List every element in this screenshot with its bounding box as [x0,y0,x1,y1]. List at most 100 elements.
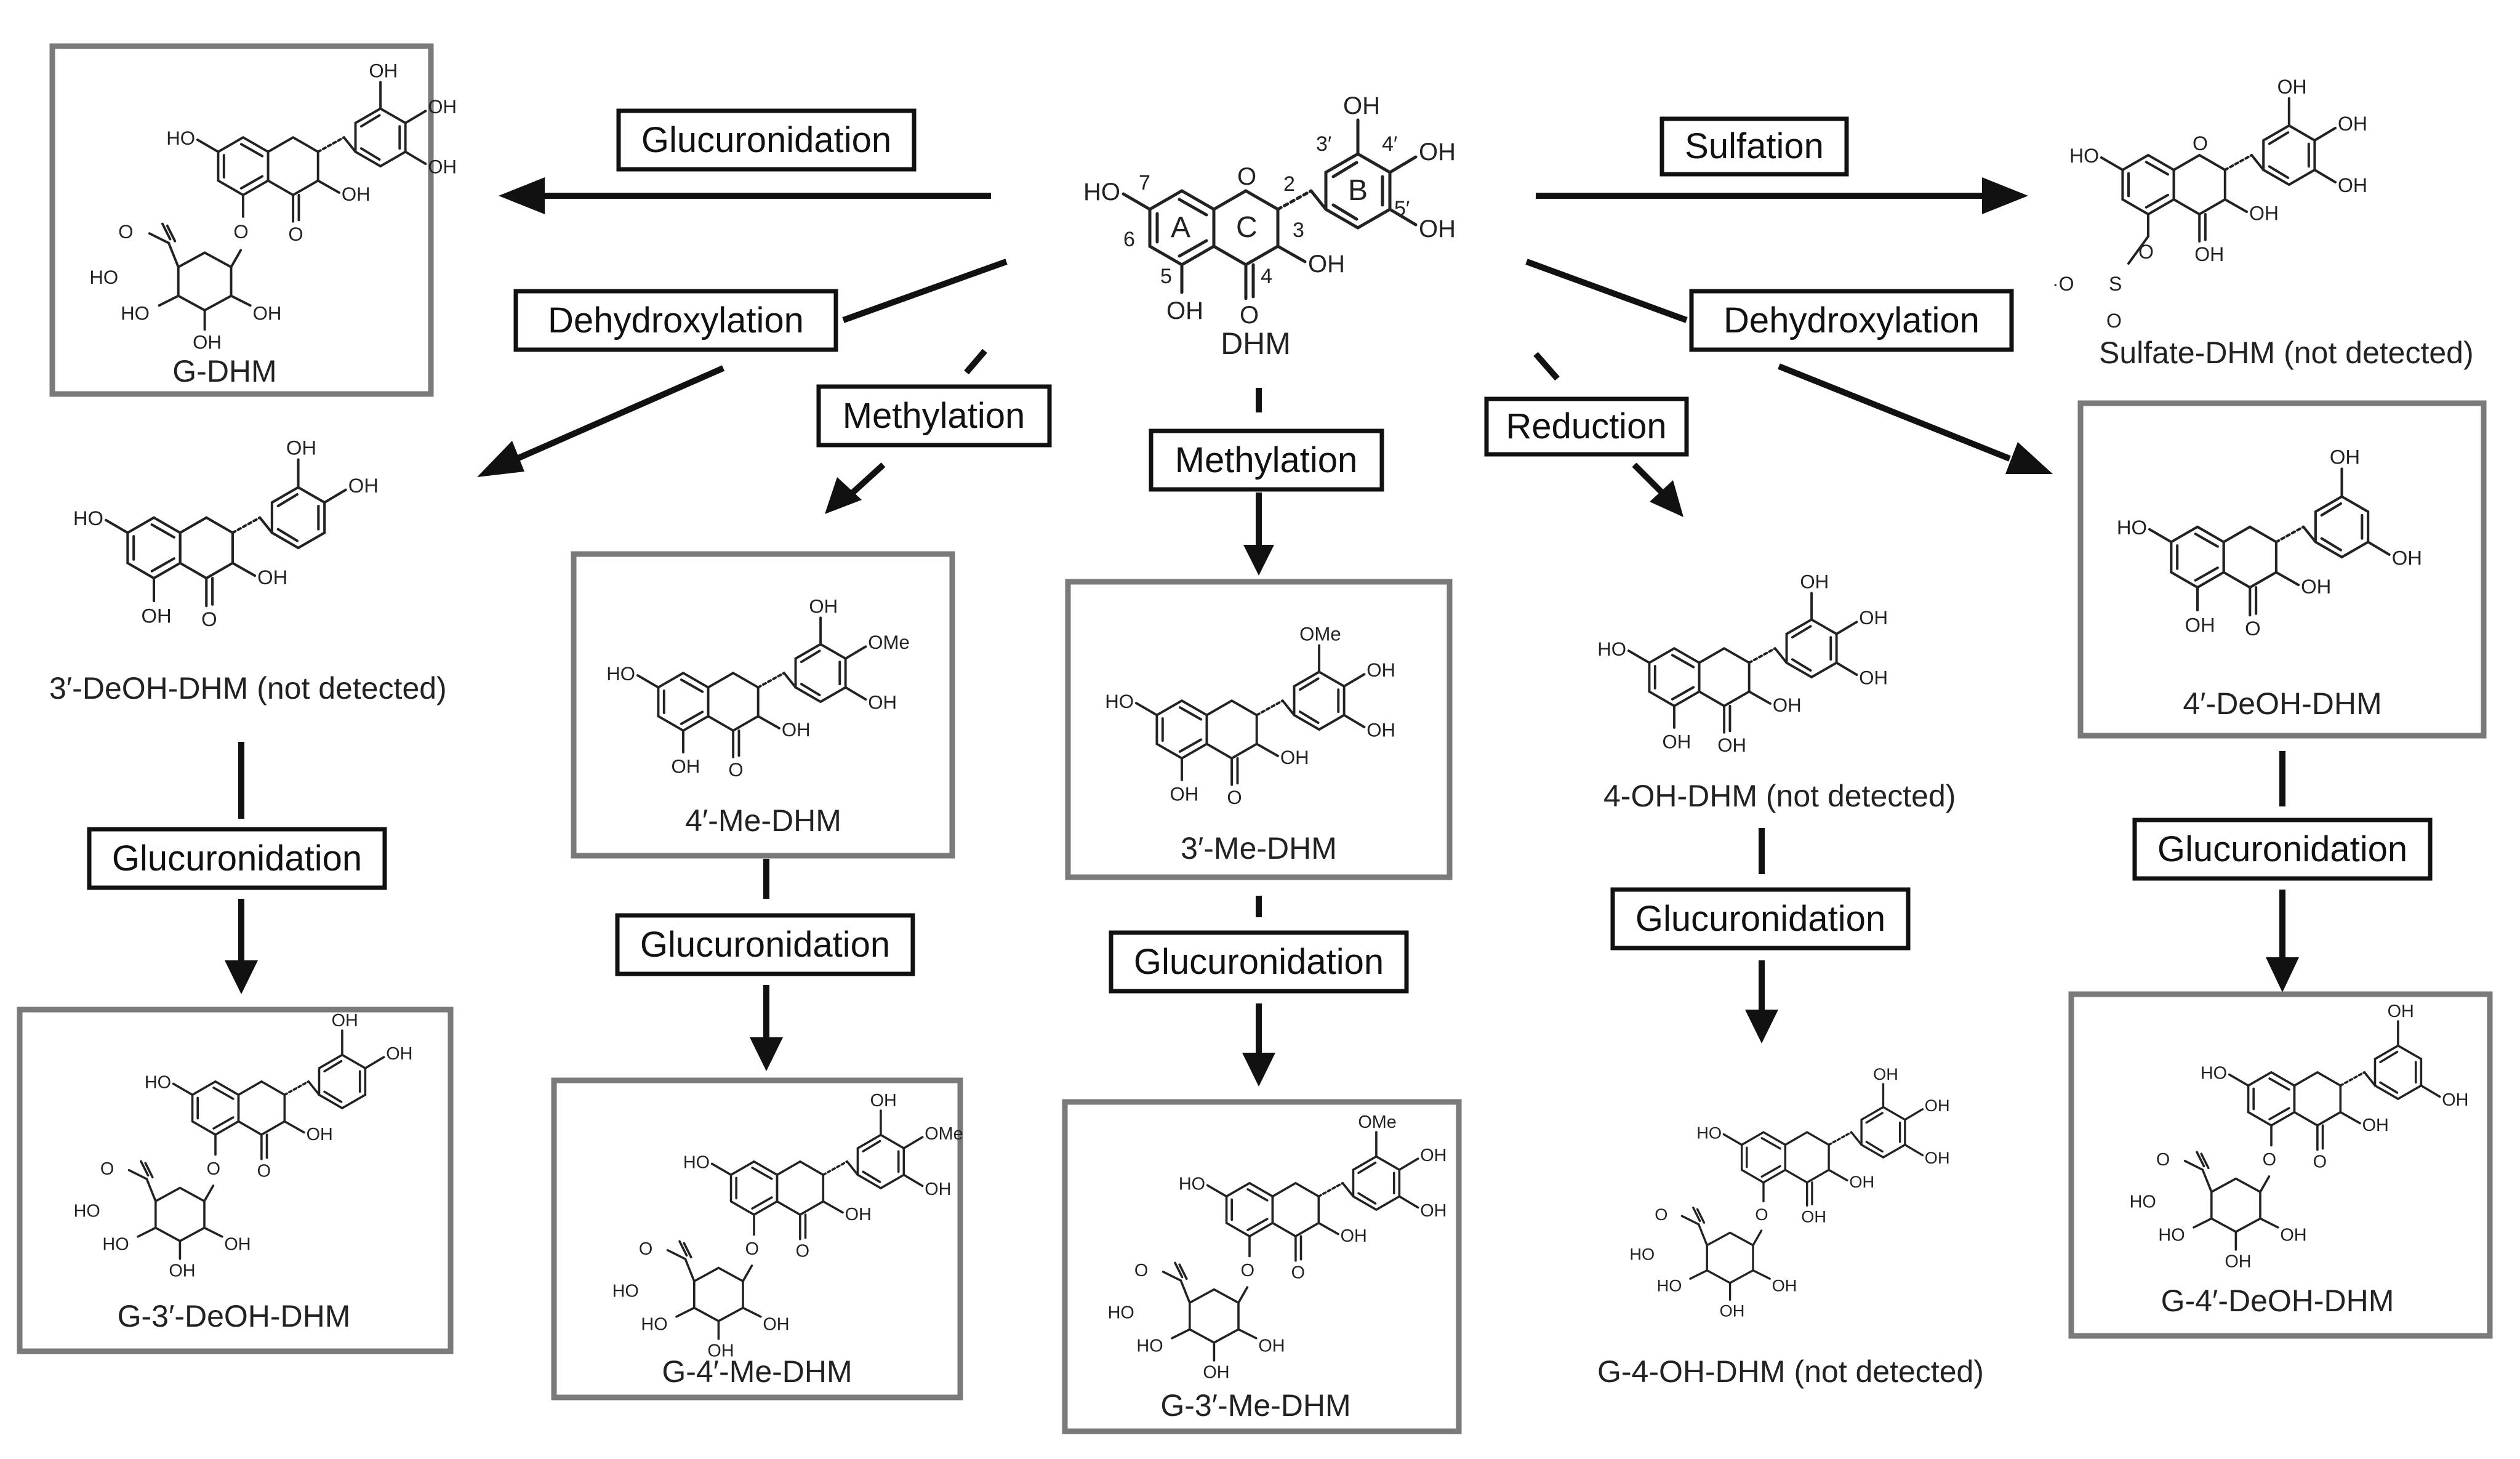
frame-g-4deoh-dhm [2068,991,2493,1339]
structure-dhm: HO OH O OH O OH OH OH A C B 7 6 5 4 3 2 … [1083,92,1456,329]
atom-label: OH [1925,1096,1950,1115]
arrow-reduction [1533,352,1683,517]
svg-text:Dehydroxylation: Dehydroxylation [548,300,804,340]
svg-text:Reduction: Reduction [1506,406,1666,446]
atom-label: O [201,608,217,630]
position-number: 5′ [1394,197,1410,220]
reaction-label-glucuronidation: Glucuronidation [2132,818,2433,881]
structure-3deoh-dhm: HO OH O OH OH OH [73,436,379,630]
atom-label: OH [1859,667,1888,689]
arrow-glucuronidation-col2 [750,859,783,1071]
name-g-3me-dhm: G-3′-Me-DHM [1160,1388,1350,1423]
reaction-label-glucuronidation: Glucuronidation [87,827,387,890]
atom-label: OH [2194,243,2224,265]
atom-label: OH [257,566,287,589]
structure-g-3deoh-dhm: HO O O OH OH OH O HO HO OH OH [74,1011,413,1281]
atom-label: OH [845,1205,872,1224]
structure-sulfate-dhm: HO O S ·O O OH OH O OH OH OH [2052,76,2367,332]
atom-label: HO [683,1153,710,1173]
name-3me-dhm: 3′-Me-DHM [1181,831,1337,866]
atom-label: OH [2225,1252,2251,1272]
position-number: 4′ [1382,132,1397,156]
atom-label: OH [1170,783,1199,805]
position-number: 5 [1160,265,1172,288]
atom-label: O [1227,787,1242,808]
reaction-label-reduction: Reduction [1484,396,1689,457]
svg-text:Methylation: Methylation [843,396,1025,436]
atom-label: HO [606,663,635,685]
atom-label: HO [74,1201,100,1221]
atom-label: HO [2201,1064,2227,1083]
name-g-4deoh-dhm: G-4′-DeOH-DHM [2161,1284,2394,1318]
atom-label: O [1240,302,1259,329]
atom-label: HO [612,1281,639,1301]
atom-label: OH [1720,1301,1745,1320]
atom-label: O [745,1239,759,1259]
reaction-label-dehydroxylation: Dehydroxylation [513,289,838,352]
ring-letter-c: C [1236,211,1258,244]
position-number: 2 [1283,172,1295,196]
atom-label: OH [1849,1172,1874,1191]
reaction-label-glucuronidation: Glucuronidation [616,108,917,172]
atom-label: OH [369,60,398,82]
atom-label: OH [286,436,316,459]
atom-label: OH [868,692,897,713]
atom-label: OH [782,719,811,741]
svg-text:Glucuronidation: Glucuronidation [1134,942,1384,982]
atom-label: OH [307,1125,333,1144]
atom-label: O [2245,617,2261,640]
arrow-glucuronidation-g-dhm [499,177,991,214]
atom-label: HO [1108,1303,1134,1322]
ring-letter-a: A [1171,211,1190,244]
svg-text:Methylation: Methylation [1175,440,1358,480]
svg-text:Glucuronidation: Glucuronidation [2157,829,2407,869]
frame-g-3me-dhm [1062,1099,1462,1434]
arrow-methylation-left [825,348,987,514]
atom-label: O [1241,1261,1254,1280]
atom-label: OMe [868,632,910,653]
atom-label: OH [809,596,838,617]
atom-label: OH [1308,251,1345,278]
arrow-glucuronidation-col1 [225,742,258,994]
arrow-methylation-center [1243,388,1274,576]
atom-label: O [207,1159,220,1179]
atom-label: OH [386,1044,412,1064]
name-g-dhm: G-DHM [172,354,276,388]
atom-label: HO [1083,179,1120,206]
atom-label: HO [1179,1175,1205,1194]
atom-label: OH [1280,747,1309,768]
atom-label: O [2263,1150,2276,1170]
atom-label: OH [2338,174,2367,196]
atom-label: O [1655,1205,1667,1224]
atom-label: HO [2069,145,2099,167]
arrow-dehydroxylation-left [477,259,1008,477]
atom-label: O [2193,132,2208,155]
atom-label: O [639,1239,652,1259]
atom-label: OH [672,755,700,777]
svg-text:Dehydroxylation: Dehydroxylation [1723,300,1980,340]
atom-label: HO [641,1314,667,1334]
atom-label: OH [2277,76,2307,98]
atom-label: OH [1420,1201,1447,1221]
atom-label: HO [73,507,103,529]
arrow-dehydroxylation-right [1525,259,2053,474]
structure-g-3me-dhm: HO O O OH OMe OH OH O HO HO OH OH [1108,1112,1447,1383]
position-number: 4 [1261,265,1272,288]
atom-label: OH [2362,1115,2389,1135]
frame-g-4me-dhm [551,1077,963,1401]
position-number: 3′ [1316,132,1331,156]
atom-label: OH [1366,720,1395,741]
atom-label: OH [1800,571,1829,593]
structure-g-dhm: HO O O OH OH OH OH O HO HO OH OH [89,60,457,353]
atom-label: S [2109,273,2122,295]
atom-label: HO [1629,1245,1655,1264]
structure-4deoh-dhm: HO OH O OH OH OH [2117,445,2422,640]
atom-label: OH [142,604,172,627]
atom-label: OH [1873,1064,1898,1083]
atom-label: O [233,221,248,243]
atom-label: OH [2185,613,2215,636]
atom-label: HO [166,127,195,149]
frame-4deoh-dhm [2077,400,2487,739]
atom-label: OH [428,96,457,118]
atom-label: HO [2117,516,2147,539]
